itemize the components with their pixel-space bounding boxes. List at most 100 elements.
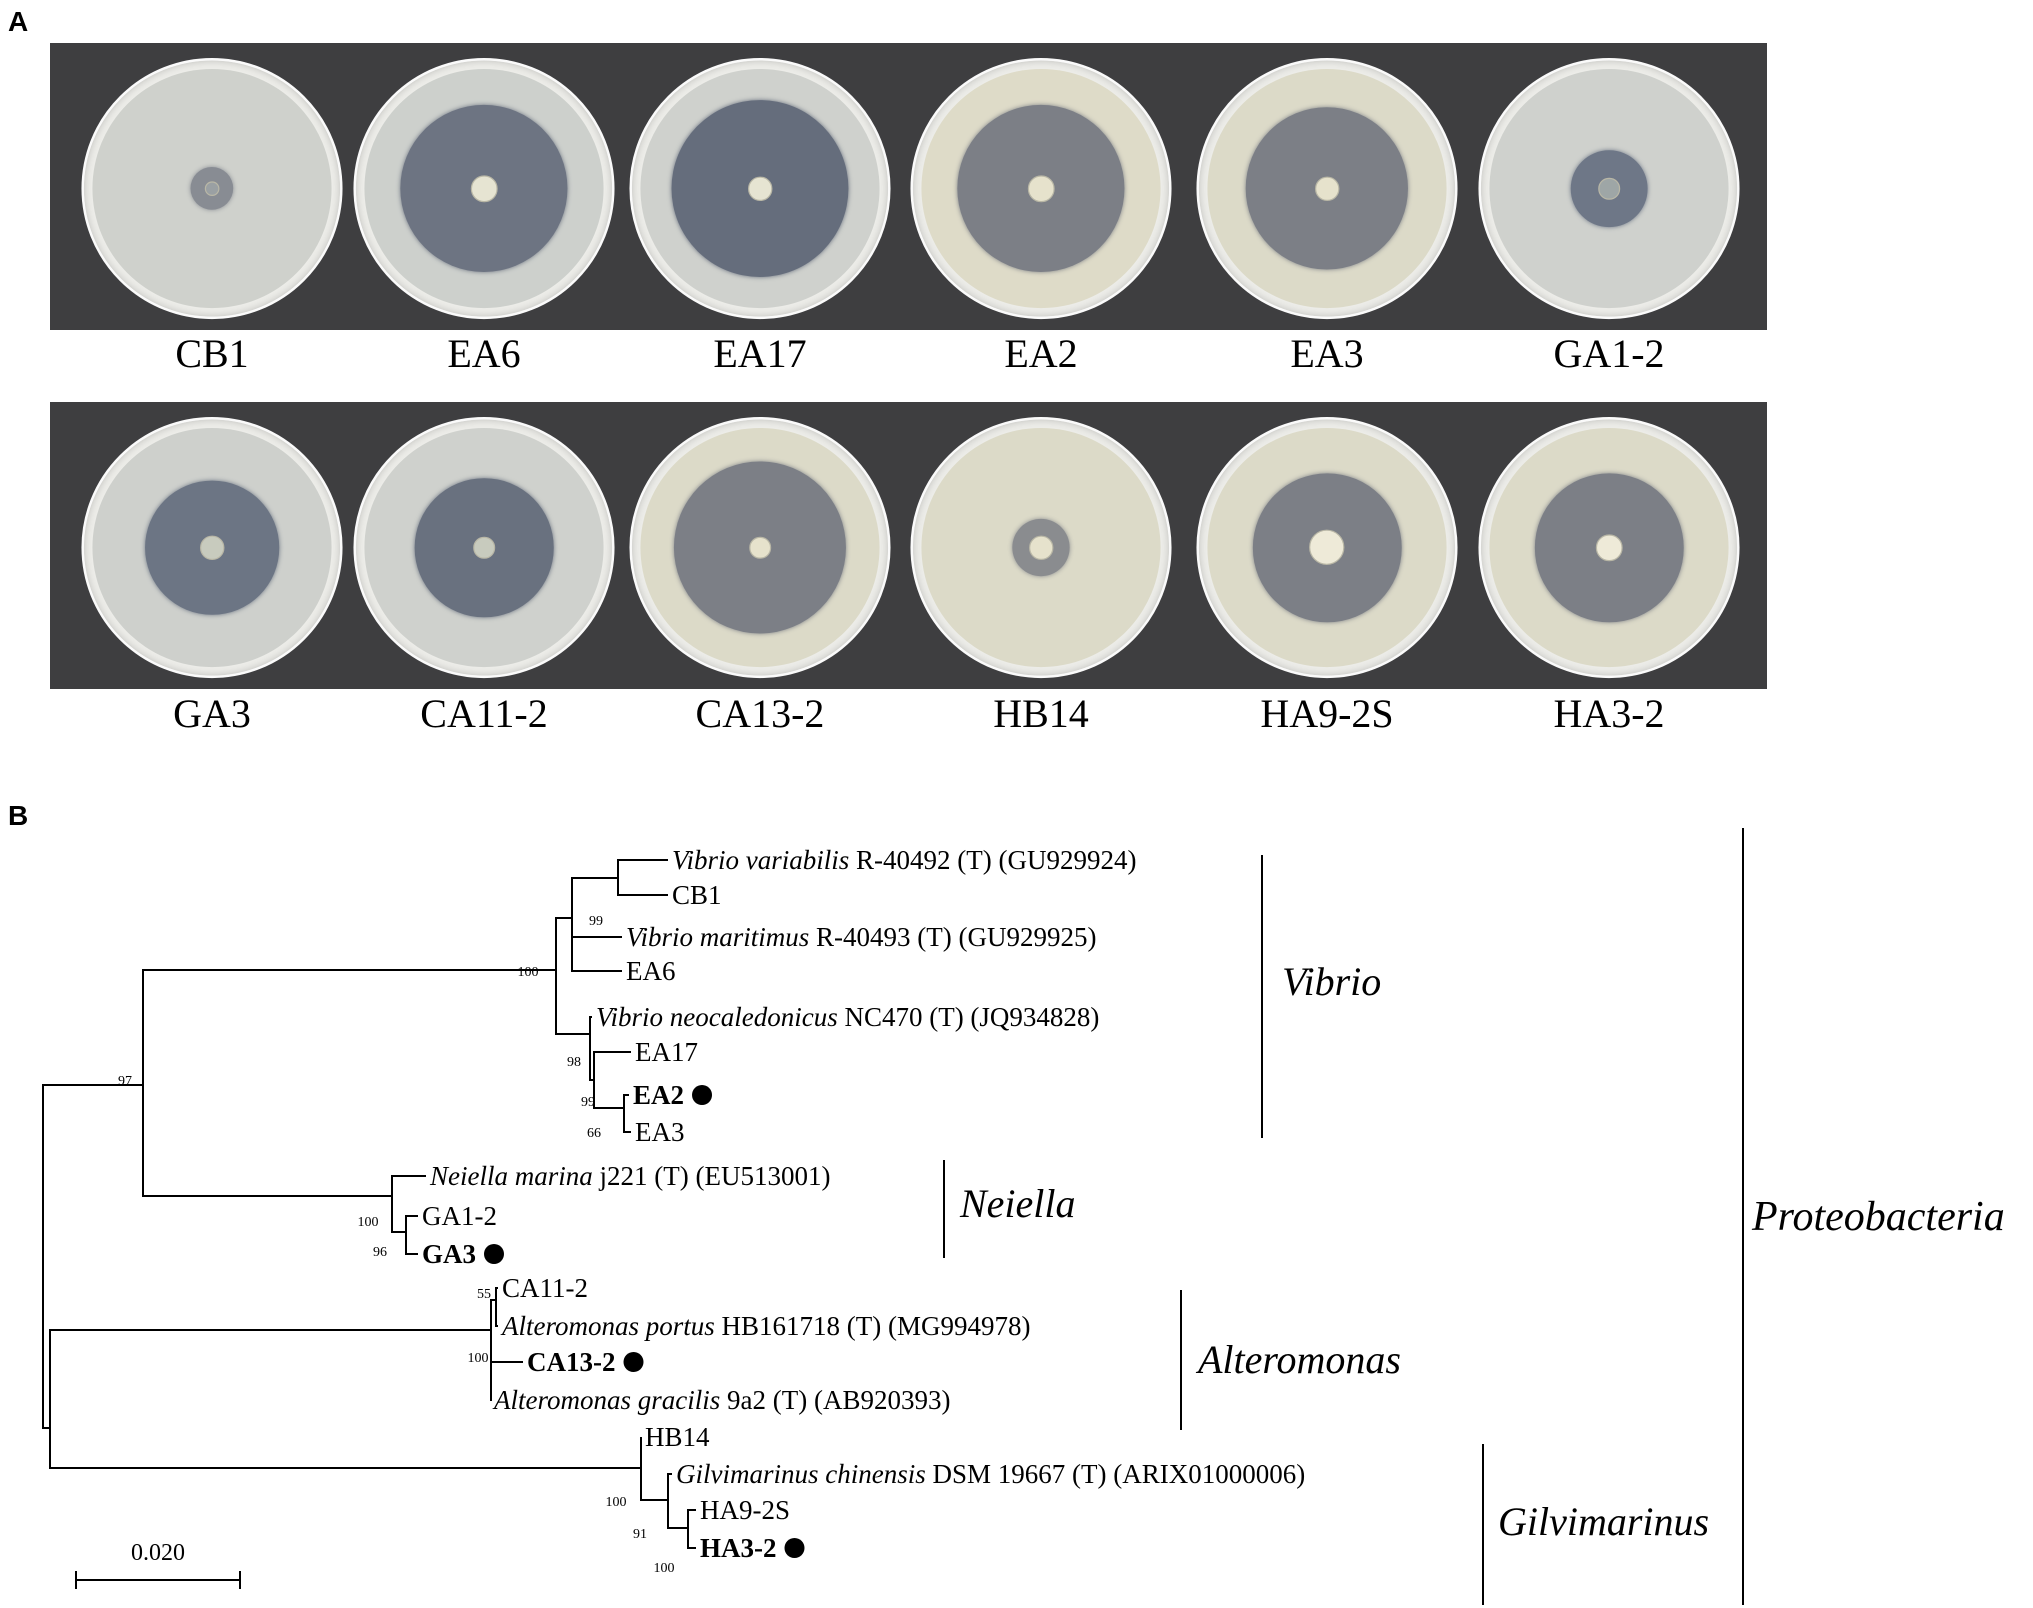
bootstrap-value: 100 xyxy=(606,1495,627,1510)
clade-name: Gilvimarinus xyxy=(1498,1499,1709,1544)
tree-branch xyxy=(490,1299,496,1330)
tree-branch xyxy=(589,1016,592,1034)
plate-label: GA3 xyxy=(173,691,251,736)
taxon-label: Gilvimarinus chinensis DSM 19667 (T) (AR… xyxy=(676,1459,1305,1489)
scale-bar-label: 0.020 xyxy=(131,1540,185,1566)
taxon-label: CB1 xyxy=(672,880,722,910)
bootstrap-value: 66 xyxy=(587,1126,601,1141)
tree-branch xyxy=(640,1468,668,1501)
tree-branch xyxy=(687,1528,696,1549)
plate-label: EA6 xyxy=(447,331,521,376)
taxon-label: EA3 xyxy=(635,1117,685,1147)
tree-branch xyxy=(555,917,572,970)
bacterial-colony xyxy=(1029,535,1053,560)
plate-label: HB14 xyxy=(993,691,1089,736)
taxon-label: HA3-2 xyxy=(700,1533,777,1563)
clade-name: Vibrio xyxy=(1282,959,1381,1004)
taxon-label: EA6 xyxy=(626,956,676,986)
bootstrap-value: 100 xyxy=(518,965,539,980)
agar-plate xyxy=(1478,417,1740,679)
clade-name: Neiella xyxy=(959,1181,1076,1226)
tree-branch xyxy=(571,877,618,918)
taxon-label: GA1-2 xyxy=(422,1201,497,1231)
taxon-label: Vibrio variabilis R-40492 (T) (GU929924) xyxy=(672,845,1136,875)
taxon-label: Vibrio maritimus R-40493 (T) (GU929925) xyxy=(626,922,1096,952)
bacterial-colony xyxy=(1595,534,1623,561)
plate-label: HA9-2S xyxy=(1260,691,1394,736)
agar-plate xyxy=(629,58,891,320)
bootstrap-value: 100 xyxy=(654,1561,675,1576)
bacterial-colony xyxy=(204,181,220,196)
tree-branch xyxy=(49,1329,491,1428)
plate-label: CB1 xyxy=(175,331,249,376)
agar-plate xyxy=(629,417,891,679)
taxon-label: Alteromonas portus HB161718 (T) (MG99497… xyxy=(500,1311,1031,1341)
bacterial-colony xyxy=(1598,177,1620,200)
agar-plate xyxy=(910,58,1172,320)
tree-branch xyxy=(142,969,556,1085)
taxon-label: HB14 xyxy=(645,1422,710,1452)
tree-branch xyxy=(391,1196,406,1233)
tree-branch xyxy=(42,1255,50,1429)
taxon-label: HA9-2S xyxy=(700,1495,790,1525)
taxon-label: CA13-2 xyxy=(527,1347,616,1377)
bootstrap-value: 97 xyxy=(118,1074,132,1089)
plate-label: EA17 xyxy=(713,331,807,376)
tree-branch xyxy=(571,918,622,972)
bootstrap-value: 55 xyxy=(477,1287,491,1302)
bootstrap-value: 100 xyxy=(468,1351,489,1366)
tree-branch xyxy=(555,970,590,1035)
bootstrap-value: 98 xyxy=(567,1055,581,1070)
taxon-label: Alteromonas gracilis 9a2 (T) (AB920393) xyxy=(492,1385,950,1415)
tree-branch xyxy=(42,1084,143,1255)
taxon-label: Neiella marina j221 (T) (EU513001) xyxy=(429,1161,830,1191)
studied-strain-marker-icon xyxy=(623,1352,644,1372)
bacterial-colony xyxy=(1027,175,1055,202)
plate-label: HA3-2 xyxy=(1553,691,1665,736)
bacterial-colony xyxy=(748,176,772,201)
tree-branch xyxy=(495,1287,498,1300)
bootstrap-value: 96 xyxy=(373,1245,387,1260)
bacterial-colony xyxy=(470,175,498,202)
bacterial-colony xyxy=(1315,176,1339,201)
taxon-label: Vibrio neocaledonicus NC470 (T) (JQ93482… xyxy=(596,1002,1099,1032)
taxon-label: GA3 xyxy=(422,1239,476,1269)
studied-strain-marker-icon xyxy=(692,1085,713,1105)
agar-plate xyxy=(1478,58,1740,320)
bootstrap-value: 91 xyxy=(633,1527,647,1542)
tree-branch xyxy=(687,1509,696,1528)
panel-a-letter: A xyxy=(8,6,29,37)
plate-label: EA3 xyxy=(1290,331,1364,376)
phylogenetic-tree: Vibrio variabilis R-40492 (T) (GU929924)… xyxy=(42,828,2005,1605)
studied-strain-marker-icon xyxy=(484,1244,504,1264)
plate-label: CA13-2 xyxy=(695,691,825,736)
agar-plate xyxy=(81,58,343,320)
agar-plate xyxy=(910,417,1172,679)
studied-strain-marker-icon xyxy=(784,1538,805,1558)
agar-plate xyxy=(353,417,615,679)
tree-branch xyxy=(593,1051,631,1080)
tree-branch xyxy=(617,878,668,896)
bootstrap-value: 100 xyxy=(358,1215,379,1230)
taxon-label: CA11-2 xyxy=(502,1273,588,1303)
taxon-label: EA17 xyxy=(635,1037,698,1067)
tree-branch xyxy=(593,1080,624,1109)
tree-branch xyxy=(405,1215,418,1232)
bacterial-colony xyxy=(749,536,771,559)
tree-branch xyxy=(49,1428,641,1469)
taxon-label: EA2 xyxy=(633,1080,684,1110)
agar-plate xyxy=(1196,58,1458,320)
agar-plate xyxy=(1196,417,1458,679)
tree-branch xyxy=(667,1500,688,1529)
tree-branch xyxy=(391,1175,426,1196)
agar-plate xyxy=(353,58,615,320)
tree-branch xyxy=(490,1330,492,1401)
panel-b-letter: B xyxy=(8,800,29,831)
plate-label: GA1-2 xyxy=(1553,331,1665,376)
tree-branch xyxy=(495,1300,498,1327)
tree-branch xyxy=(623,1094,629,1108)
bacterial-colony xyxy=(200,535,224,560)
phylum-name: Proteobacteria xyxy=(1751,1194,2005,1240)
bacterial-colony xyxy=(473,536,495,559)
plate-label: CA11-2 xyxy=(420,691,548,736)
